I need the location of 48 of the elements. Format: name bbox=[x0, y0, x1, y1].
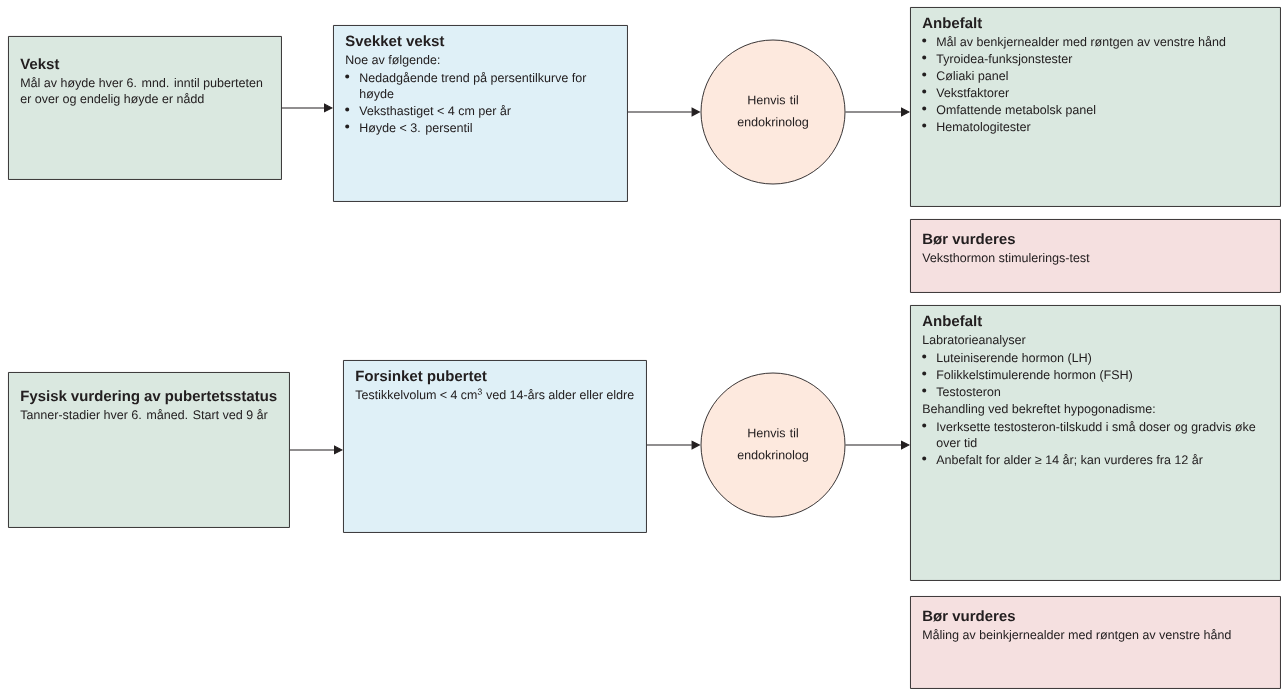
list-item: Iverksette testosteron-tilskudd i små doser og gradvis øke over tid bbox=[922, 421, 1256, 448]
arrow bbox=[844, 107, 910, 117]
list-item: Tyroidea-funksjonstester bbox=[922, 54, 1073, 66]
box-text: Mål av høyde hver 6. mnd. inntil puberteten er over og endelig høyde er nådd bbox=[20, 77, 263, 106]
arrow bbox=[627, 107, 700, 117]
list-item: Hematologitester bbox=[922, 122, 1031, 134]
process-box bbox=[910, 219, 1281, 293]
referral-circle bbox=[700, 39, 846, 185]
box-text: Tanner-stadier hver 6. måned. Start ved 9 år bbox=[20, 409, 268, 420]
arrow bbox=[646, 440, 700, 450]
circle-text: Henvis til endokrinolog bbox=[737, 428, 808, 462]
box-heading: Bør vurderes bbox=[923, 610, 1015, 622]
box-heading: Forsinket pubertet bbox=[356, 370, 487, 385]
arrow bbox=[844, 440, 910, 450]
list-item: Testosteron bbox=[922, 387, 1000, 397]
list-item: Omfattende metabolsk panel bbox=[922, 105, 1096, 117]
circle-text: Henvis til endokrinolog bbox=[737, 95, 808, 129]
list-item: Mål av benkjernealder med røntgen av venstre hånd bbox=[922, 36, 1226, 49]
box-heading: Anbefalt bbox=[922, 315, 983, 327]
list-item: Nedadgående trend på persentilkurve for høyde bbox=[345, 72, 587, 101]
arrow bbox=[281, 103, 333, 113]
process-box bbox=[333, 25, 628, 202]
list-item: Høyde < 3. persentil bbox=[345, 123, 472, 135]
process-box bbox=[8, 372, 290, 528]
box-heading: Vekst bbox=[20, 58, 60, 70]
box-heading: Anbefalt bbox=[922, 17, 983, 29]
box-text: Noe av følgende: bbox=[346, 55, 440, 67]
box-text: Veksthormon stimulerings-test bbox=[922, 253, 1090, 265]
box-heading: Svekket vekst bbox=[345, 35, 445, 47]
box-text: Testikkelvolum < 4 cm$^{3}$ ved 14-års alder eller eldre bbox=[355, 388, 634, 400]
process-box bbox=[343, 360, 647, 533]
list-item: Folikkelstimulerende hormon (FSH) bbox=[922, 370, 1132, 382]
process-box bbox=[910, 596, 1281, 689]
list-item: Veksthastiget < 4 cm per år bbox=[345, 105, 511, 118]
list-item: Cøliaki panel bbox=[922, 71, 1008, 83]
box-heading: Bør vurderes bbox=[923, 233, 1015, 245]
process-box bbox=[910, 305, 1281, 581]
box-text: Behandling ved bekreftet hypogonadisme: bbox=[923, 404, 1155, 416]
process-box bbox=[8, 36, 282, 180]
box-text: Labratorieanalyser bbox=[923, 335, 1026, 347]
box-text: Måling av beinkjernealder med røntgen av venstre hånd bbox=[923, 629, 1231, 642]
referral-circle bbox=[700, 372, 846, 518]
process-box bbox=[910, 7, 1281, 207]
list-item: Anbefalt for alder ≥ 14 år; kan vurderes fra 12 år bbox=[922, 454, 1203, 466]
list-item: Vekstfaktorer bbox=[922, 88, 1009, 98]
arrow bbox=[289, 445, 343, 455]
box-heading: Fysisk vurdering av pubertetsstatus bbox=[21, 390, 277, 405]
list-item: Luteiniserende hormon (LH) bbox=[922, 353, 1092, 365]
